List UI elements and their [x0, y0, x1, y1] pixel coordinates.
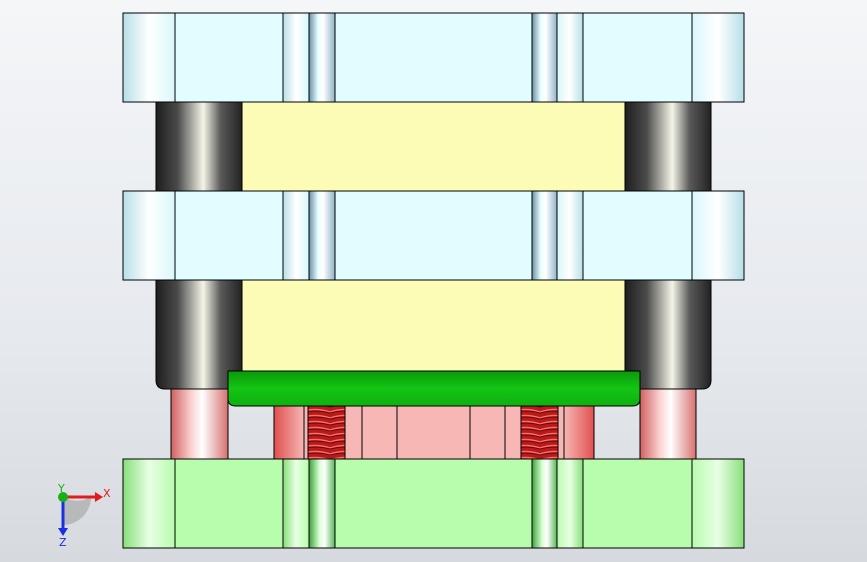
guide-post-upper-right[interactable]: [624, 101, 712, 192]
stripper-plate[interactable]: [227, 370, 641, 407]
middle-die-plate[interactable]: [122, 190, 745, 281]
z-axis-label: Z: [59, 536, 67, 549]
y-axis-dot: [58, 492, 68, 502]
orientation-triad[interactable]: X Y Z: [57, 482, 111, 549]
y-axis-label: Y: [57, 482, 65, 495]
triad-plane-indicator: [63, 497, 91, 525]
guide-post-upper-left[interactable]: [155, 101, 243, 192]
support-pillar-left[interactable]: [170, 388, 229, 460]
compression-spring-right[interactable]: [520, 405, 559, 460]
lower-spacer-block[interactable]: [240, 279, 627, 372]
top-die-plate[interactable]: [122, 12, 745, 103]
bottom-die-plate[interactable]: [122, 458, 745, 549]
x-axis-arrowhead: [95, 492, 103, 502]
upper-spacer-block[interactable]: [240, 101, 627, 192]
z-axis-arrowhead: [58, 528, 68, 536]
support-pillar-right[interactable]: [639, 388, 697, 460]
compression-spring-left[interactable]: [307, 405, 346, 460]
x-axis-label: X: [103, 487, 111, 500]
